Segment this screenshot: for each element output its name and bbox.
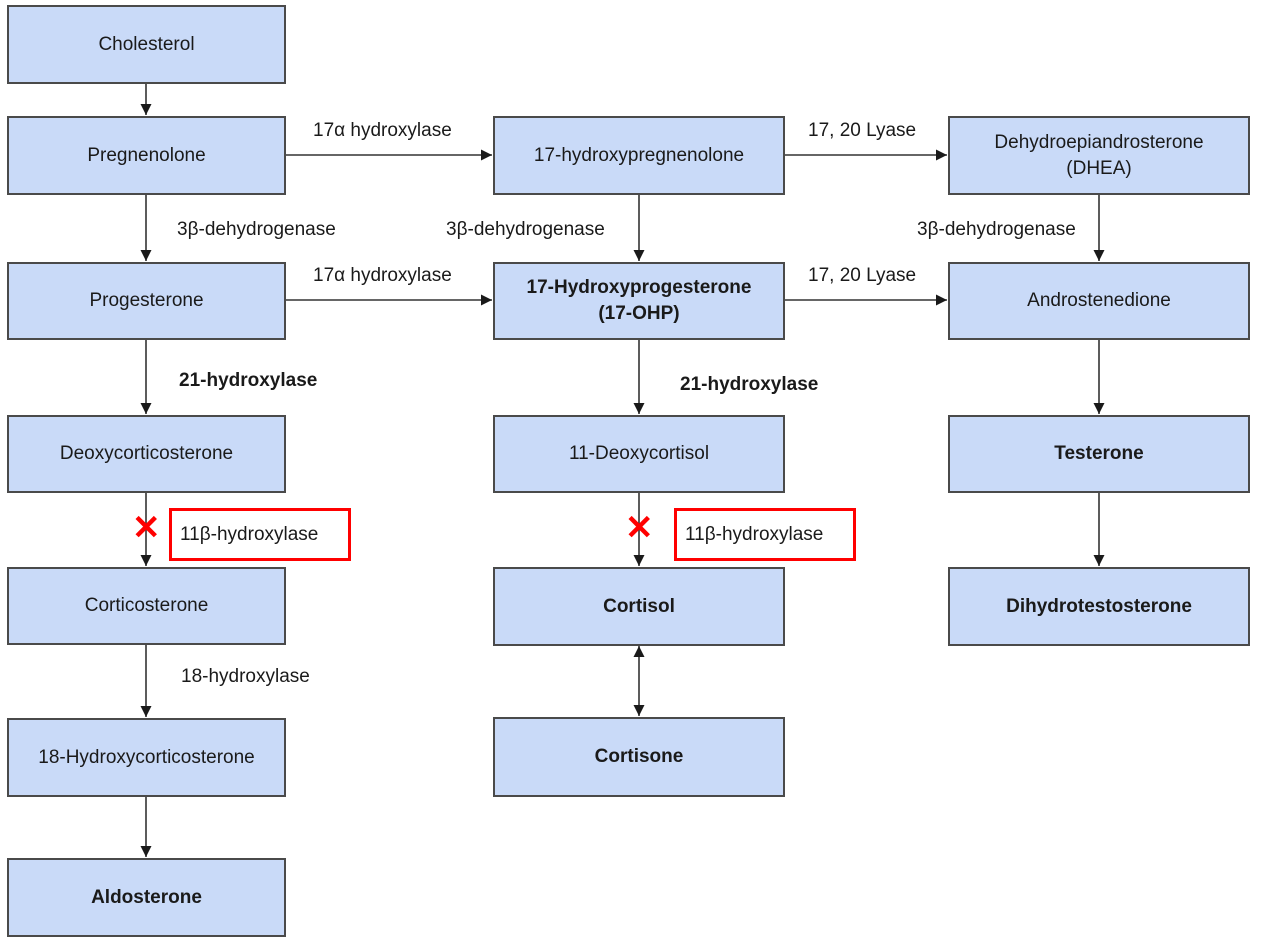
- enzyme-21-hydroxylase-left: 21-hydroxylase: [179, 370, 318, 391]
- enzyme-21-hydroxylase-mid: 21-hydroxylase: [680, 374, 819, 395]
- node-18-hydroxycorticosterone: 18-Hydroxycorticosterone: [7, 718, 286, 797]
- node-label: Cholesterol: [98, 33, 195, 55]
- node-label-line1: 17-Hydroxyprogesterone: [526, 277, 752, 298]
- node-label: Cortisol: [603, 595, 675, 617]
- node-androstenedione: Androstenedione: [948, 262, 1250, 340]
- node-label-line1: Dehydroepiandrosterone: [994, 131, 1204, 153]
- node-label-line2: (DHEA): [1066, 157, 1132, 179]
- node-label: Cortisone: [594, 746, 684, 767]
- node-11-deoxycortisol: 11-Deoxycortisol: [493, 415, 785, 493]
- enzyme-17a-hydroxylase-bottom: 17α hydroxylase: [313, 265, 452, 286]
- node-label: Pregnenolone: [87, 144, 206, 166]
- enzyme-11b-hydroxylase-left: 11β-hydroxylase: [169, 508, 351, 561]
- node-label: Dihydrotestosterone: [1006, 595, 1192, 617]
- node-17-hydroxyprogesterone: 17-Hydroxyprogesterone (17-OHP): [493, 262, 785, 340]
- node-label: Aldosterone: [91, 886, 202, 908]
- block-x-icon-left: ✕: [132, 509, 161, 547]
- node-label: 18-Hydroxycorticosterone: [38, 746, 255, 768]
- enzyme-3b-dehydrogenase-left: 3β-dehydrogenase: [177, 219, 336, 240]
- enzyme-18-hydroxylase: 18-hydroxylase: [181, 666, 310, 687]
- enzyme-11b-hydroxylase-mid: 11β-hydroxylase: [674, 508, 856, 561]
- enzyme-17-20-lyase-top: 17, 20 Lyase: [808, 120, 917, 141]
- node-label: 17-hydroxypregnenolone: [533, 144, 745, 166]
- node-dihydrotestosterone: Dihydrotestosterone: [948, 567, 1250, 646]
- node-label: Androstenedione: [1027, 290, 1171, 311]
- node-label: Corticosterone: [84, 595, 209, 616]
- node-dhea: Dehydroepiandrosterone (DHEA): [948, 116, 1250, 195]
- enzyme-3b-dehydrogenase-right: 3β-dehydrogenase: [917, 219, 1076, 240]
- node-pregnenolone: Pregnenolone: [7, 116, 286, 195]
- block-x-icon-mid: ✕: [625, 509, 654, 547]
- node-label: Testerone: [1054, 443, 1144, 464]
- node-cortisol: Cortisol: [493, 567, 785, 646]
- node-label-line2: (17-OHP): [598, 303, 680, 324]
- node-progesterone: Progesterone: [7, 262, 286, 340]
- node-label: Progesterone: [89, 290, 204, 311]
- node-aldosterone: Aldosterone: [7, 858, 286, 937]
- enzyme-17a-hydroxylase-top: 17α hydroxylase: [313, 120, 452, 141]
- node-deoxycorticosterone: Deoxycorticosterone: [7, 415, 286, 493]
- node-cholesterol: Cholesterol: [7, 5, 286, 84]
- node-label: Deoxycorticosterone: [59, 443, 234, 464]
- enzyme-17-20-lyase-bottom: 17, 20 Lyase: [808, 265, 917, 286]
- node-testerone: Testerone: [948, 415, 1250, 493]
- node-corticosterone: Corticosterone: [7, 567, 286, 645]
- enzyme-3b-dehydrogenase-mid: 3β-dehydrogenase: [446, 219, 605, 240]
- node-cortisone: Cortisone: [493, 717, 785, 797]
- node-17-hydroxypregnenolone: 17-hydroxypregnenolone: [493, 116, 785, 195]
- node-label: 11-Deoxycortisol: [568, 443, 710, 464]
